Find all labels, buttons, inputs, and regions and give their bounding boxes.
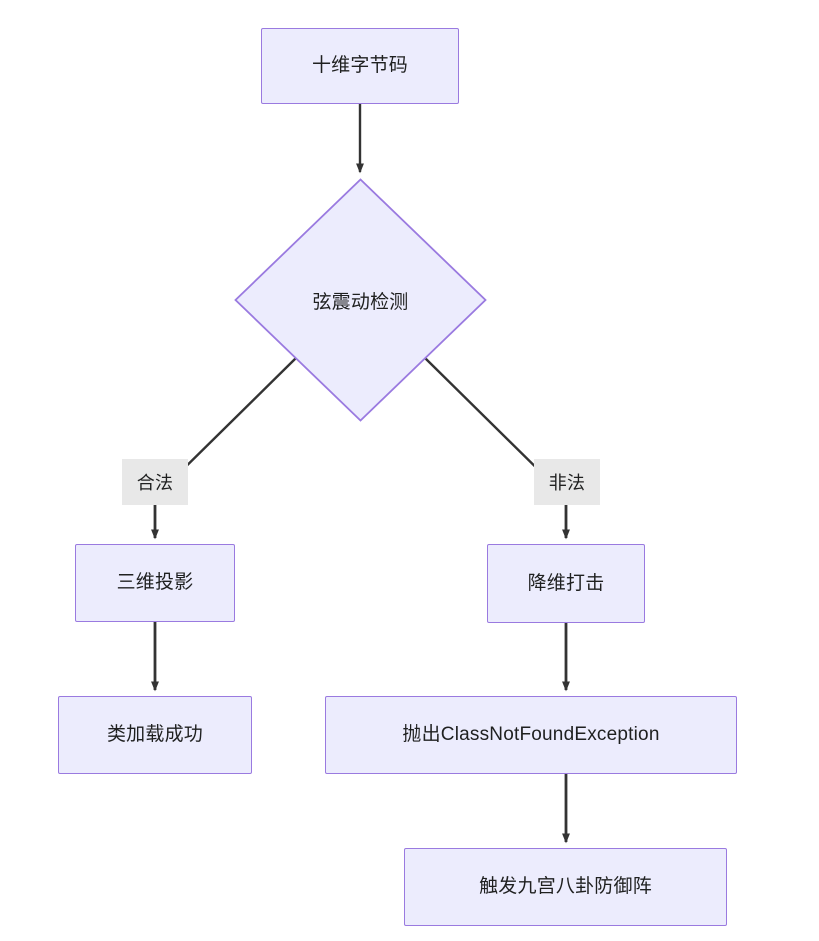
- node-dimensional-reduction-strike[interactable]: 降维打击: [487, 544, 645, 623]
- node-ten-dimensional-bytecode[interactable]: 十维字节码: [261, 28, 459, 104]
- node-label: 触发九宫八卦防御阵: [479, 876, 652, 898]
- node-label: 类加载成功: [106, 724, 203, 746]
- node-label: 降维打击: [527, 572, 605, 594]
- node-string-vibration-check[interactable]: 弦震动检测: [234, 178, 487, 422]
- node-trigger-bagua-defense-array[interactable]: 触发九宫八卦防御阵: [404, 848, 727, 926]
- node-label: 十维字节码: [311, 55, 408, 77]
- node-label: 三维投影: [116, 572, 194, 594]
- edge-label-legal: 合法: [122, 459, 188, 505]
- node-label: 弦震动检测: [312, 291, 409, 313]
- node-throw-class-not-found-exception[interactable]: 抛出ClassNotFoundException: [325, 696, 737, 774]
- edge-label-illegal: 非法: [534, 459, 600, 505]
- node-class-load-success[interactable]: 类加载成功: [58, 696, 252, 774]
- diamond-shape: [234, 178, 487, 422]
- node-three-dimensional-projection[interactable]: 三维投影: [75, 544, 235, 622]
- node-label: 抛出ClassNotFoundException: [402, 724, 660, 746]
